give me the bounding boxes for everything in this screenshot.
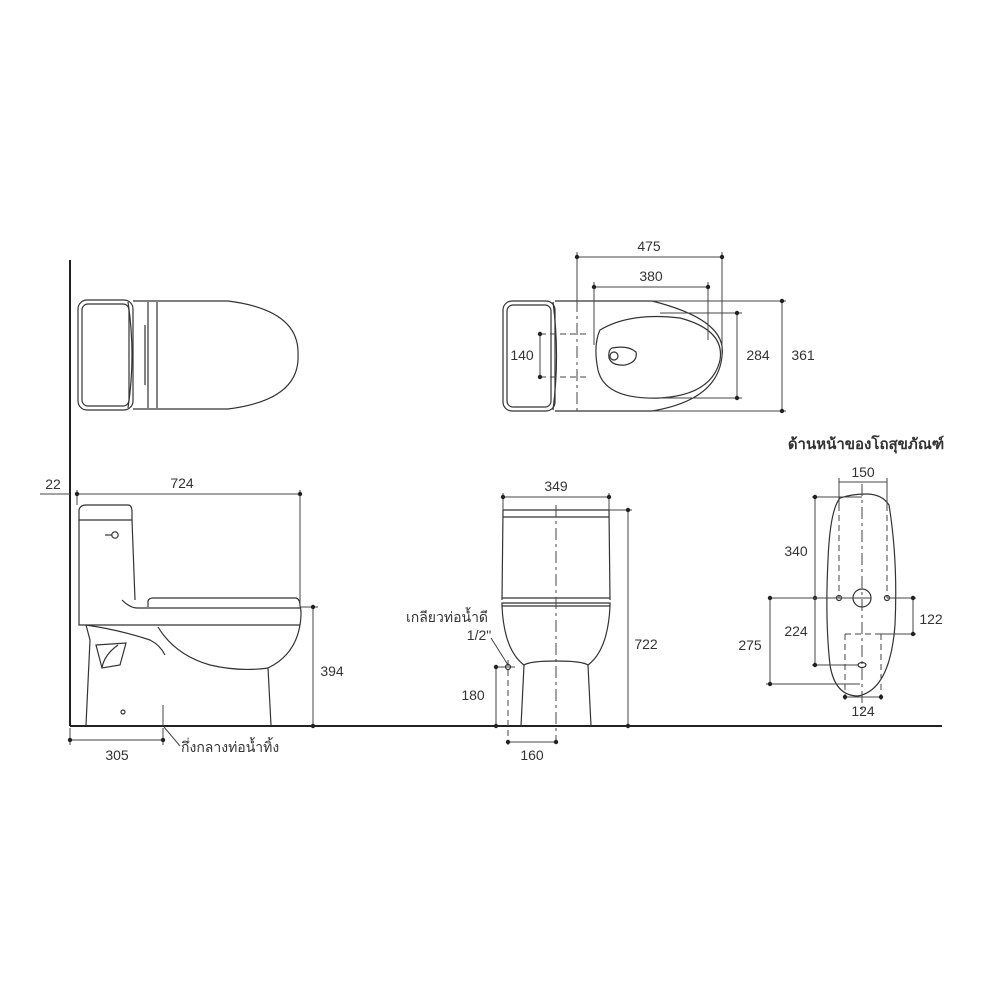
dimension-349: 349 [500, 478, 612, 510]
dimension-124: 124 [842, 694, 884, 719]
dimension-122: 122 [881, 595, 943, 637]
dimension-275: 275 [738, 595, 860, 687]
dim-275-label: 275 [738, 637, 762, 653]
dimension-160: 160 [505, 660, 559, 763]
dimension-722: 722 [609, 507, 658, 729]
top-view-lid [77, 299, 299, 411]
outlet-view-title: ด้านหน้าของโถสุขภัณฑ์ [788, 434, 944, 454]
dimension-150: 150 [838, 464, 888, 505]
inlet-callout: เกลียวท่อน้ำดี 1/2" [406, 607, 512, 671]
dim-180-label: 180 [461, 687, 485, 703]
dim-140-label: 140 [510, 347, 534, 363]
dim-160-label: 160 [520, 747, 544, 763]
dimension-22: 22 [40, 476, 70, 495]
dimension-224: 224 [768, 597, 858, 668]
dimension-180: 180 [461, 664, 515, 729]
dimension-361: 361 [652, 298, 815, 414]
inlet-size-label: 1/2" [467, 627, 491, 643]
dimension-284: 284 [660, 310, 770, 401]
dim-284-label: 284 [746, 347, 770, 363]
dim-22-label: 22 [45, 476, 61, 492]
dimension-140: 140 [510, 331, 543, 380]
dim-224-label: 224 [784, 623, 808, 639]
dim-724-label: 724 [170, 475, 194, 491]
outlet-view-shape [826, 484, 897, 712]
dim-394-label: 394 [320, 663, 344, 679]
dim-380-label: 380 [639, 268, 663, 284]
dimension-394: 394 [300, 604, 344, 729]
dimension-724: 724 [74, 475, 303, 606]
dim-361-label: 361 [791, 347, 815, 363]
top-view-bowl [502, 300, 724, 412]
drain-center-label: กึ่งกลางท่อน้ำทิ้ง [181, 737, 279, 756]
dim-722-label: 722 [634, 636, 658, 652]
dim-475-label: 475 [637, 238, 661, 254]
dimension-475: 475 [574, 238, 725, 356]
dim-305-label: 305 [105, 747, 129, 763]
dim-122-label: 122 [919, 611, 943, 627]
dimension-340: 340 [784, 494, 862, 601]
inlet-label: เกลียวท่อน้ำดี [406, 607, 488, 626]
dim-349-label: 349 [544, 478, 568, 494]
dimension-380: 380 [591, 268, 711, 345]
dimension-305: 305 [67, 728, 166, 763]
dim-340-label: 340 [784, 543, 808, 559]
side-view-toilet [78, 504, 302, 726]
dim-150-label: 150 [851, 464, 875, 480]
drain-center-callout: กึ่งกลางท่อน้ำทิ้ง [163, 726, 279, 756]
front-view-toilet [501, 505, 611, 740]
dim-124-label: 124 [851, 703, 875, 719]
